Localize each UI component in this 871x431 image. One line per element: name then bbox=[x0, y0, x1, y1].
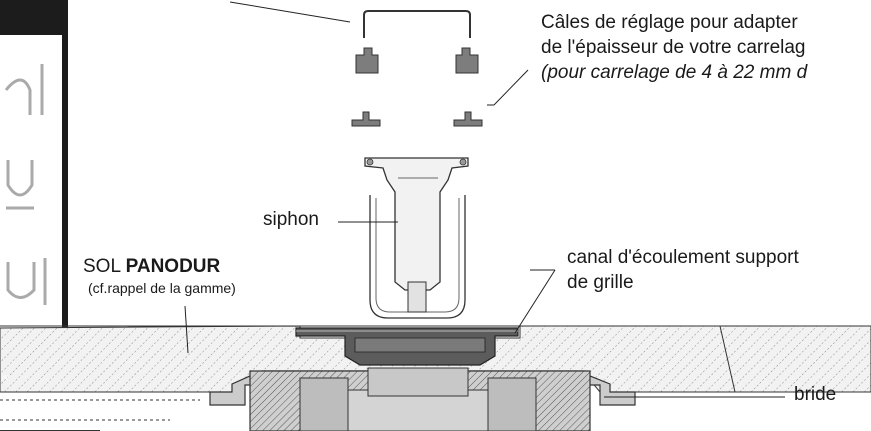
flange-label: bride bbox=[794, 384, 837, 405]
shims-label-line2: de l'épaisseur de votre carrelag bbox=[541, 37, 806, 58]
shim-icon bbox=[351, 111, 381, 127]
panel-glyph-mid bbox=[6, 160, 34, 210]
leader-lines bbox=[184, 1, 785, 398]
shim-icon bbox=[455, 47, 479, 74]
shim-icon bbox=[355, 47, 379, 74]
panel-glyph-top bbox=[4, 64, 44, 115]
floor-label-prefix: SOL bbox=[83, 256, 126, 277]
shims-label-line1: Câles de réglage pour adapter bbox=[541, 12, 798, 33]
shims-label-line3: (pour carrelage de 4 à 22 mm d bbox=[541, 62, 808, 83]
panel-glyph-bottom bbox=[6, 258, 47, 305]
floor-label-brand: PANODUR bbox=[125, 256, 221, 277]
floor-label: SOL PANODUR bbox=[83, 256, 220, 279]
channel-label-line2: de grille bbox=[567, 272, 634, 293]
floor-note: (cf.rappel de la gamme) bbox=[88, 280, 236, 296]
grate-bracket bbox=[363, 10, 471, 38]
siphon-label: siphon bbox=[263, 209, 319, 230]
flange-body bbox=[209, 367, 636, 431]
shim-blocks bbox=[351, 47, 483, 127]
siphon-cup bbox=[364, 157, 469, 319]
grate-support-channel bbox=[295, 327, 519, 366]
shim-icon bbox=[453, 111, 483, 127]
channel-label-line1: canal d'écoulement support bbox=[567, 247, 799, 268]
panel-caption-fragment: re bbox=[2, 372, 10, 382]
product-panel bbox=[0, 0, 68, 385]
